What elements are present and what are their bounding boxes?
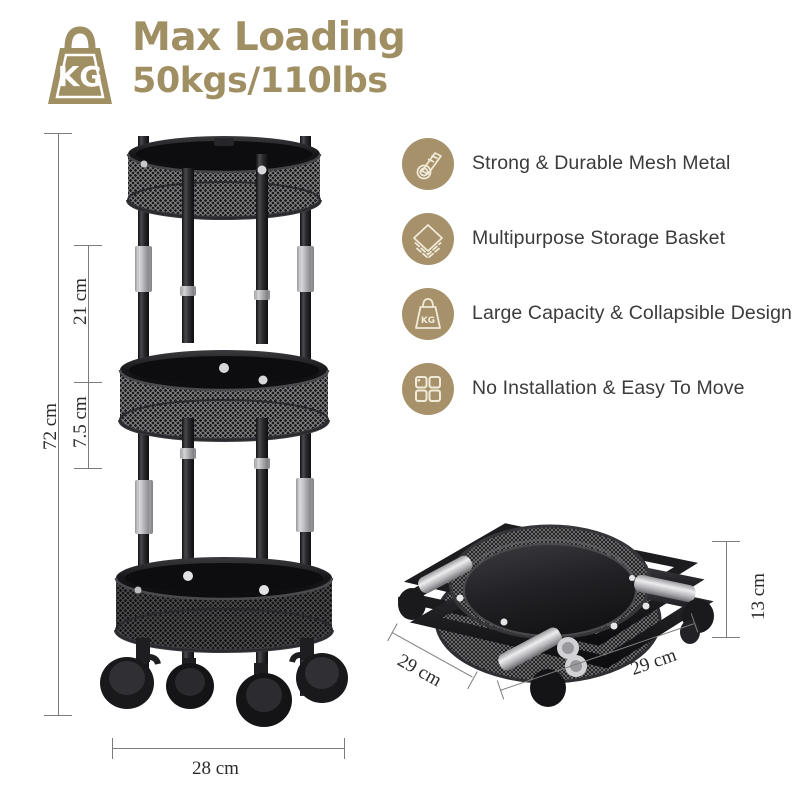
kg-weight-icon: KG [402,287,454,340]
dimension-line-total-height [58,133,59,715]
basket-tier-bottom [114,557,334,653]
dimension-label-tier-spacing: 21 cm [70,278,91,325]
folded-chrome-segments [418,555,696,677]
telescoping-sleeves-upper [135,246,314,300]
folded-cart-photo [398,523,714,707]
dimension-cap-bottom-75 [74,468,102,469]
kg-weight-icon: KG [42,22,118,108]
telescoping-sleeves-lower [135,448,314,534]
feature-label-mesh-metal: Strong & Durable Mesh Metal [472,152,731,174]
dimension-line-tier-spacing [88,245,89,382]
feature-list: Strong & Durable Mesh Metal Multipurpose… [402,126,794,426]
feature-label-large-capacity: Large Capacity & Collapsible Design [472,302,793,324]
max-loading-title: Max Loading [132,15,406,60]
dimension-cap-top-21 [74,245,102,246]
feature-item-large-capacity: KG Large Capacity & Collapsible Design [402,276,794,351]
folded-rivets [456,575,650,630]
stacked-layers-icon [402,212,454,265]
header-text-block: Max Loading 50kgs/110lbs [132,15,406,101]
dimension-line-basket-depth [88,382,89,468]
dimension-cap-top-72 [44,133,72,134]
dimension-label-folded-height: 13 cm [748,573,769,620]
basket-tier-top [126,136,322,220]
feature-label-no-installation: No Installation & Easy To Move [472,377,745,399]
svg-text:KG: KG [421,316,435,326]
feature-item-mesh-metal: Strong & Durable Mesh Metal [402,126,794,201]
dimension-cap-left-28 [112,738,113,759]
max-loading-header: KG Max Loading 50kgs/110lbs [42,15,406,108]
dimension-label-basket-depth: 7.5 cm [70,396,91,448]
caster-wheel [289,638,348,703]
feature-item-no-installation: No Installation & Easy To Move [402,351,794,426]
dimension-cap-top-13 [712,541,740,542]
dimension-cap-start-29-left [387,623,398,642]
dimension-line-base-diameter [112,748,344,749]
assembled-cart-photo [100,136,348,727]
dimension-cap-bottom-13 [712,637,740,638]
dimension-cap-bottom-72 [44,715,72,716]
caster-wheel [100,638,161,709]
caster-wheel [236,663,292,727]
basket-tier-middle [118,350,330,442]
kg-badge-text: KG [58,60,103,93]
folded-upper-basket [448,524,652,640]
caster-wheel [166,658,214,709]
feature-item-storage-basket: Multipurpose Storage Basket [402,201,794,276]
max-loading-value: 50kgs/110lbs [132,61,388,101]
dimension-label-base-diameter: 28 cm [192,758,239,779]
dimension-label-total-height: 72 cm [40,403,61,450]
grid-four-icon [402,362,454,415]
metal-tube-icon [402,137,454,190]
dimension-cap-right-28 [344,738,345,759]
feature-label-storage-basket: Multipurpose Storage Basket [472,227,726,249]
dimension-line-folded-height [726,541,727,637]
cart-casters [100,638,348,727]
